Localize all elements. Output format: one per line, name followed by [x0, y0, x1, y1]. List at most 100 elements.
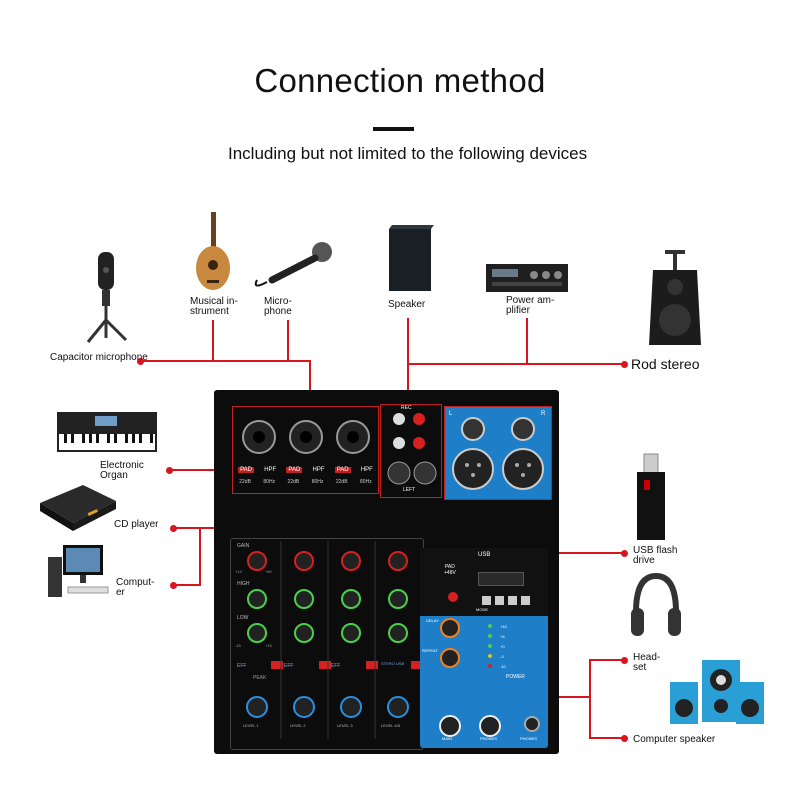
- scale-min-label: +14: [235, 569, 242, 574]
- master-knobs: [439, 618, 540, 737]
- dot-rod-stereo: [621, 361, 628, 368]
- label-speaker: Speaker: [388, 299, 426, 310]
- next-button[interactable]: [521, 596, 530, 605]
- switch-value: 22dB: [335, 479, 348, 485]
- switch-value: 22dB: [239, 479, 251, 485]
- low-label: LOW: [237, 615, 249, 621]
- mixer-body: PAD HPF PAD HPF PAD HPF 22dB 80Hz 22dB 8…: [214, 390, 559, 754]
- output-panel: L R: [444, 406, 552, 500]
- dot-headset: [621, 657, 628, 664]
- switch-value: 80Hz: [263, 479, 276, 485]
- delay-label: DELAY: [426, 618, 439, 623]
- eff-label: EFF: [331, 663, 341, 669]
- switch-value: 22dB: [287, 479, 300, 485]
- phones-knob-label: PHONES: [480, 736, 497, 741]
- switch-value: 80Hz: [311, 479, 324, 485]
- dot-computer: [170, 582, 177, 589]
- speaker-icon: [389, 225, 434, 291]
- out-l-label: L: [449, 411, 453, 417]
- dot-capacitor-mic: [137, 358, 144, 365]
- scale-high-label: +15: [265, 643, 272, 648]
- headset-icon: [631, 572, 681, 636]
- label-cd-player: CD player: [114, 519, 159, 530]
- usb-controls: [482, 596, 530, 605]
- repeat-label: REPEAT: [422, 648, 438, 653]
- main-label: MAIN: [442, 736, 452, 741]
- usb-display: [478, 572, 524, 586]
- rca-panel: REC LEFT: [380, 404, 442, 498]
- power-label: POWER: [506, 674, 525, 680]
- wire-capacitor-mic: [140, 360, 311, 400]
- acoustic-guitar-icon: [196, 212, 230, 290]
- label-capacitor-microphone: Capacitor microphone: [50, 352, 148, 363]
- label-microphone: Micro- phone: [264, 296, 292, 317]
- title-underline: [373, 127, 414, 131]
- switch-label[interactable]: PAD: [238, 467, 254, 473]
- electronic-organ-icon: [57, 412, 157, 452]
- meter-label: +10: [500, 624, 507, 629]
- computer-speaker-icon: [670, 660, 764, 724]
- switch-label[interactable]: HPF: [264, 467, 277, 473]
- rca-jacks: [387, 413, 437, 485]
- label-power-amplifier: Power am- plifier: [506, 295, 555, 316]
- mode-button[interactable]: [482, 596, 491, 605]
- left-label: LEFT: [403, 487, 416, 493]
- prev-button[interactable]: [495, 596, 504, 605]
- label-electronic-organ: Electronic Organ: [100, 460, 144, 481]
- meter-label: +6: [500, 634, 505, 639]
- mic-input-panel: PAD HPF PAD HPF PAD HPF 22dB 80Hz 22dB 8…: [232, 406, 379, 494]
- power-amplifier-icon: [486, 264, 568, 292]
- switch-label[interactable]: PAD: [334, 467, 351, 473]
- label-computer-speaker: Computer speaker: [633, 734, 716, 745]
- play-button[interactable]: [508, 596, 517, 605]
- meter-label: -10: [500, 664, 506, 669]
- master-section: USB PAD +48V MODE DELAY REPEAT +10 +6 +0: [420, 548, 548, 748]
- out-r-label: R: [541, 411, 546, 417]
- page-subtitle: Including but not limited to the followi…: [228, 144, 588, 163]
- label-usb-flash-drive: USB flash drive: [633, 545, 678, 566]
- mode-label: MODE: [476, 607, 488, 612]
- label-musical-instrument: Musical in- strument: [190, 296, 238, 317]
- dot-electronic-organ: [166, 467, 173, 474]
- channel-strip-panel: GAIN HIGH LOW +14 +60 -15 +15 EFF EFF EF…: [230, 538, 424, 750]
- rec-label: REC: [401, 405, 412, 411]
- handheld-microphone-icon: [254, 242, 332, 287]
- meter-label: +0: [500, 644, 505, 649]
- eff-label: EFF: [284, 663, 294, 669]
- switch-label[interactable]: PAD: [286, 467, 303, 473]
- stereo-usb-label: STERO USB: [381, 661, 405, 666]
- label-rod-stereo: Rod stereo: [631, 356, 700, 372]
- level-label: LEVEL 3: [337, 723, 353, 728]
- usb-label: USB: [478, 552, 491, 558]
- wire-headset-speaker: [589, 659, 625, 739]
- phones-jack-label: PHONES: [520, 736, 537, 741]
- cd-player-icon: [40, 485, 116, 531]
- meter-label: -3: [500, 654, 504, 659]
- wire-cd-computer: [175, 527, 201, 586]
- switch-label[interactable]: HPF: [360, 467, 373, 473]
- label-computer: Comput- er: [116, 577, 155, 598]
- channel-knobs: [246, 541, 421, 739]
- label-headset: Head- set: [633, 652, 661, 673]
- rod-stereo-icon: [649, 250, 701, 345]
- switch-label[interactable]: HPF: [312, 467, 325, 473]
- level-label: LEVEL 2: [290, 723, 306, 728]
- switch-values: 22dB 80Hz 22dB 80Hz 22dB 80Hz: [233, 479, 378, 485]
- meter-labels: +10 +6 +0 -3 -10: [500, 622, 524, 672]
- pad-hpf-switches: PAD HPF PAD HPF PAD HPF: [233, 467, 378, 473]
- level-label: LEVEL 4/5: [381, 723, 400, 728]
- dot-usb: [621, 550, 628, 557]
- phantom-power-button[interactable]: [448, 592, 458, 602]
- gain-label: GAIN: [237, 543, 250, 549]
- eff-label: EFF: [237, 663, 247, 669]
- scale-low-label: -15: [235, 643, 241, 648]
- level-label: LEVEL 1: [243, 723, 259, 728]
- pad48-label: PAD +48V: [444, 564, 456, 576]
- page-title: Connection method: [254, 62, 546, 99]
- usb-flash-drive-icon: [637, 453, 665, 540]
- xlr-combo-jacks: [242, 420, 370, 454]
- computer-icon: [48, 545, 109, 597]
- output-jacks: [452, 417, 544, 490]
- dot-computer-speaker: [621, 735, 628, 742]
- scale-max-label: +60: [265, 569, 272, 574]
